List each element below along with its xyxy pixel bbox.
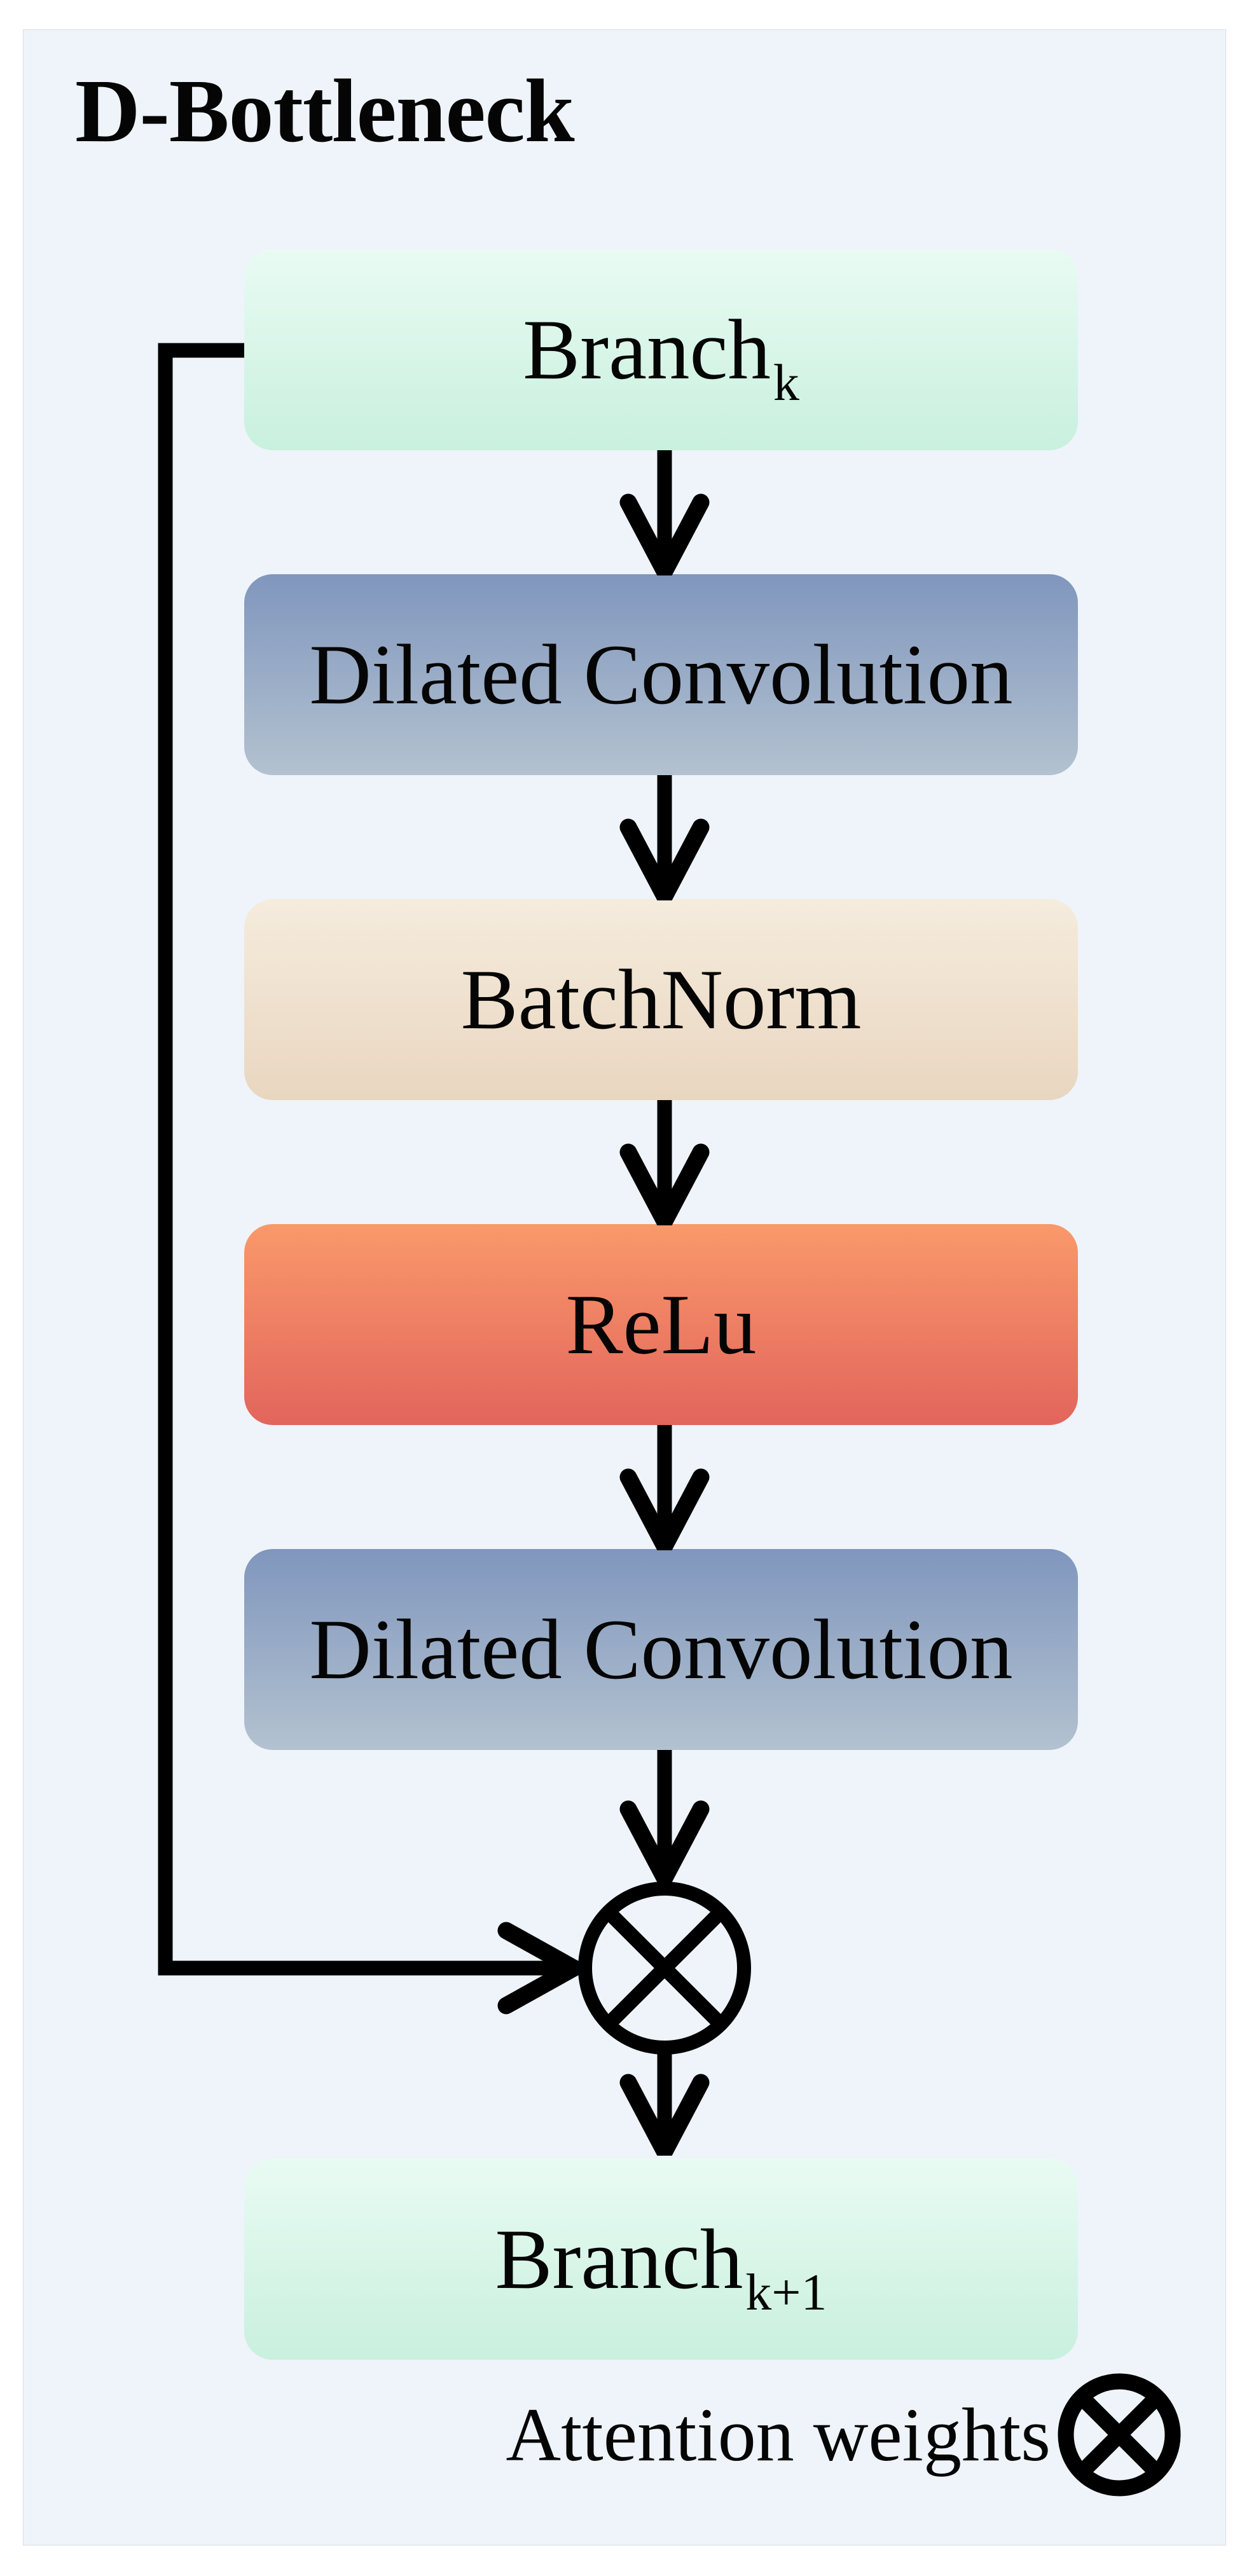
node-label: ReLu [565,1277,757,1372]
node-label: Dilated Convolution [309,627,1013,722]
flow-arrow-down-icon [619,775,710,900]
flow-arrow-down-icon [619,2053,710,2156]
node-dilated-conv-2: Dilated Convolution [244,1549,1078,1750]
node-relu: ReLu [244,1224,1078,1425]
legend-label: Attention weights [506,2392,1051,2477]
legend: Attention weights [318,2367,1188,2503]
node-subscript: k+1 [745,2263,827,2321]
flow-arrow-down-icon [619,1425,710,1550]
flow-arrow-down-icon [619,450,710,575]
node-label: Branch [523,302,771,397]
flow-arrow-down-icon [619,1750,710,1882]
flow-arrow-down-icon [619,1100,710,1225]
node-batchnorm: BatchNorm [244,899,1078,1100]
node-label: BatchNorm [460,952,862,1047]
node-label: Dilated Convolution [309,1602,1013,1697]
node-label: Branch [495,2212,743,2307]
legend-multiply-icon [1058,2373,1181,2497]
node-dilated-conv-1: Dilated Convolution [244,574,1078,775]
figure-title: D-Bottleneck [75,60,575,161]
node-subscript: k [773,354,799,411]
